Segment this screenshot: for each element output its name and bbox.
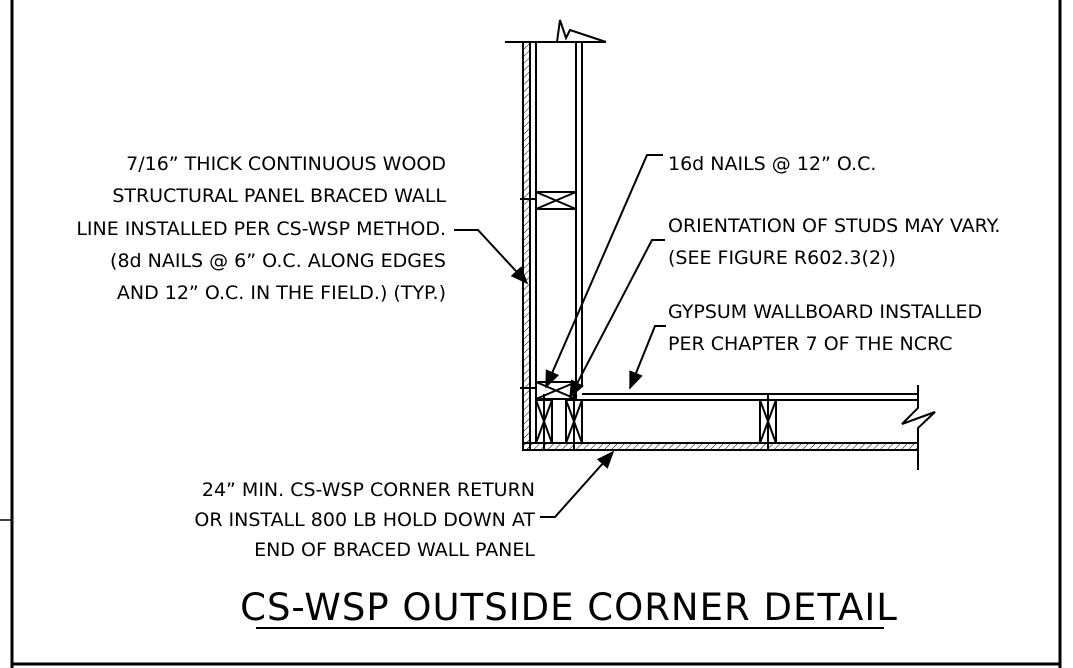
note-line: 16d NAILS @ 12” O.C. bbox=[668, 153, 876, 175]
note-corner-return: 24” MIN. CS-WSP CORNER RETURN OR INSTALL… bbox=[194, 479, 535, 561]
note-wood-panel: 7/16” THICK CONTINUOUS WOOD STRUCTURAL P… bbox=[76, 153, 446, 304]
note-line: AND 12” O.C. IN THE FIELD.) (TYP.) bbox=[117, 282, 446, 304]
note-line: 7/16” THICK CONTINUOUS WOOD bbox=[126, 153, 446, 175]
vertical-wall bbox=[505, 19, 607, 451]
note-line: (SEE FIGURE R602.3(2)) bbox=[668, 247, 896, 269]
note-line: OR INSTALL 800 LB HOLD DOWN AT bbox=[194, 509, 535, 531]
leader-lines bbox=[454, 154, 666, 518]
note-gypsum: GYPSUM WALLBOARD INSTALLED PER CHAPTER 7… bbox=[668, 301, 982, 355]
note-nails: 16d NAILS @ 12” O.C. bbox=[668, 153, 876, 175]
note-line: ORIENTATION OF STUDS MAY VARY. bbox=[668, 215, 1000, 237]
field-stud bbox=[759, 394, 777, 450]
note-line: 24” MIN. CS-WSP CORNER RETURN bbox=[202, 479, 535, 501]
note-line: END OF BRACED WALL PANEL bbox=[254, 539, 535, 561]
wall-block-upper bbox=[535, 191, 577, 210]
corner-stud-a bbox=[535, 394, 553, 450]
title-text: CS-WSP OUTSIDE CORNER DETAIL bbox=[240, 586, 898, 629]
note-line: GYPSUM WALLBOARD INSTALLED bbox=[668, 301, 982, 323]
note-line: STRUCTURAL PANEL BRACED WALL bbox=[112, 185, 446, 207]
note-line: PER CHAPTER 7 OF THE NCRC bbox=[668, 333, 953, 355]
detail-title: CS-WSP OUTSIDE CORNER DETAIL bbox=[240, 586, 898, 629]
horizontal-wall bbox=[522, 385, 936, 470]
corner-stud-b bbox=[565, 394, 583, 450]
note-line: LINE INSTALLED PER CS-WSP METHOD. bbox=[76, 218, 446, 240]
note-orientation: ORIENTATION OF STUDS MAY VARY. (SEE FIGU… bbox=[668, 215, 1000, 269]
note-line: (8d NAILS @ 6” O.C. ALONG EDGES bbox=[110, 250, 446, 272]
